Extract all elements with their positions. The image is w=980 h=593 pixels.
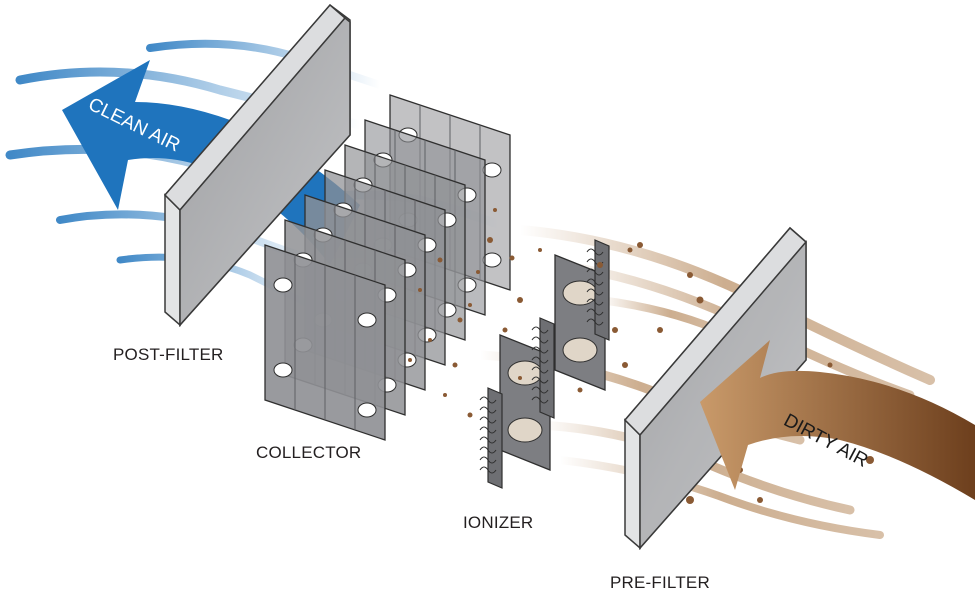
dirty-air-streak: [556, 456, 884, 539]
post-filter-label: POST-FILTER: [113, 345, 224, 364]
dust-particle: [657, 327, 663, 333]
dust-particle: [457, 317, 463, 323]
collector-plate: [264, 244, 386, 441]
dust-particle: [518, 376, 522, 380]
ionizer-wire: [531, 317, 555, 419]
dust-particle: [476, 270, 480, 274]
dust-particle: [612, 327, 618, 333]
ionizer-plate: [554, 254, 606, 391]
collector-label: COLLECTOR: [256, 443, 362, 462]
dust-particle: [443, 393, 447, 397]
ionizer: [479, 239, 610, 489]
dust-particle: [468, 303, 472, 307]
dust-particle: [687, 272, 693, 278]
ionizer-plate: [499, 334, 551, 471]
dust-particle: [418, 288, 422, 292]
dust-particle: [452, 362, 458, 368]
dust-particle: [597, 262, 603, 268]
dust-particle: [627, 247, 633, 253]
dust-particle: [509, 255, 515, 261]
dust-particle: [538, 248, 542, 252]
dust-particle: [502, 327, 508, 333]
dust-particle: [696, 296, 704, 304]
dust-particle: [467, 412, 473, 418]
dust-particle: [437, 257, 443, 263]
dust-particle: [408, 358, 412, 362]
post-filter: [163, 3, 351, 327]
dust-particle: [637, 242, 643, 248]
dust-particle: [517, 297, 523, 303]
dust-particle: [428, 338, 432, 342]
dust-particle: [487, 237, 493, 243]
dust-particle: [622, 362, 628, 368]
dirty-air-arrow: [700, 340, 975, 500]
dust-particle: [577, 387, 583, 393]
ionizer-label: IONIZER: [463, 513, 534, 532]
dust-particle: [686, 496, 694, 504]
dust-particle: [866, 456, 874, 464]
dust-particle: [827, 362, 833, 368]
pre-filter-label: PRE-FILTER: [610, 573, 710, 592]
dust-particle: [757, 497, 763, 503]
collector: [264, 94, 511, 441]
ionizer-wire: [479, 387, 503, 489]
dust-particle: [493, 208, 497, 212]
